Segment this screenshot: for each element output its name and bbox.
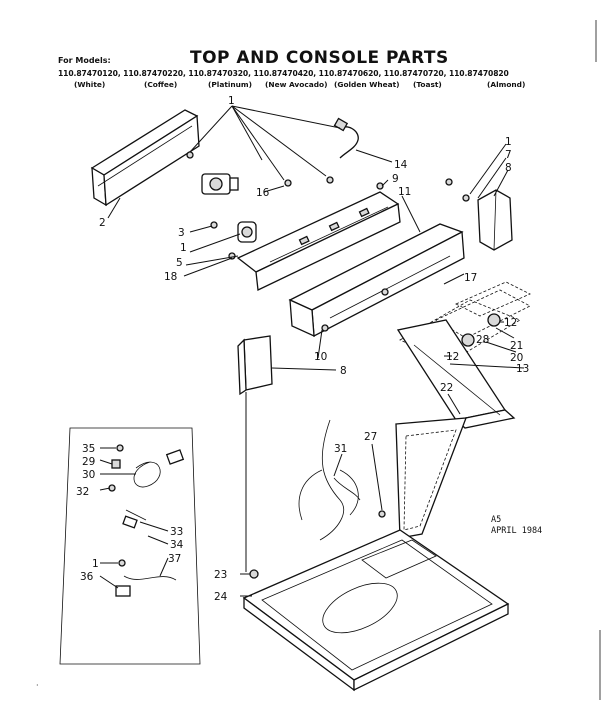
- for-models-label: For Models:: [58, 56, 111, 65]
- model-color: (Toast): [413, 80, 442, 89]
- timer-assembly: [201, 173, 239, 195]
- callout-27: 27: [364, 431, 377, 443]
- callout-8: 8: [340, 365, 347, 377]
- callout-9: 9: [392, 173, 399, 185]
- wiring-harness: [298, 419, 386, 541]
- callout-31: 31: [334, 443, 347, 455]
- callout-16: 16: [256, 187, 270, 199]
- callout-33: 33: [170, 526, 183, 538]
- model-number: 110.87470220: [123, 69, 183, 78]
- console-bracket: [236, 191, 401, 291]
- end-cap-left: [237, 335, 273, 396]
- callout-14: 14: [394, 159, 408, 171]
- model-color: (Coffee): [144, 80, 178, 89]
- callout-12: 12: [446, 351, 459, 363]
- model-color: (White): [74, 80, 106, 89]
- callout-36: 36: [80, 571, 94, 583]
- end-cap-right: [462, 189, 513, 251]
- callout-1: 1: [92, 558, 99, 570]
- rear-panel: [90, 109, 200, 207]
- callout-2: 2: [99, 217, 106, 229]
- wire-harness: [339, 126, 359, 159]
- callout-7: 7: [505, 149, 512, 161]
- callout-18: 18: [164, 271, 177, 283]
- callout-22: 22: [440, 382, 453, 394]
- inset-parts-box: [59, 427, 201, 665]
- console-panel: [288, 223, 465, 338]
- date-code: A5 APRIL 1984: [491, 515, 543, 536]
- lint-filter: [395, 417, 467, 539]
- callout-10: 10: [314, 351, 327, 363]
- dryer-top: [242, 529, 510, 692]
- callout-11: 11: [398, 186, 411, 198]
- callout-12: 12: [504, 317, 517, 329]
- model-number: 110.87470720: [383, 69, 444, 78]
- callout-29: 29: [82, 456, 95, 468]
- model-color: (Platinum): [208, 80, 252, 89]
- callout-1: 1: [505, 136, 512, 148]
- model-number: 110.87470320: [188, 69, 249, 78]
- callout-35: 35: [82, 443, 95, 455]
- callout-32: 32: [76, 486, 89, 498]
- model-color: (Almond): [487, 80, 526, 89]
- callout-8: 8: [505, 162, 512, 174]
- callout-23: 23: [214, 569, 227, 581]
- model-color: (New Avocado): [265, 80, 328, 89]
- callout-21: 21: [510, 340, 523, 352]
- lint-screen-lid: [396, 319, 516, 429]
- callout-20: 20: [510, 352, 523, 364]
- model-number: 110.87470620: [318, 69, 379, 78]
- callout-1: 1: [180, 242, 187, 254]
- stray-mark: ·: [36, 681, 39, 690]
- model-number: 110.87470820: [448, 69, 509, 78]
- callout-5: 5: [176, 257, 183, 269]
- model-number: 110.87470420: [253, 69, 314, 78]
- diagram-title: TOP AND CONSOLE PARTS: [190, 48, 449, 68]
- callout-1: 1: [228, 95, 235, 107]
- callout-13: 13: [516, 363, 529, 375]
- model-color: (Golden Wheat): [334, 80, 400, 89]
- callout-3: 3: [178, 227, 185, 239]
- model-numbers-row: 110.87470120, 110.87470220, 110.87470320…: [58, 69, 509, 78]
- callout-28: 28: [476, 334, 489, 346]
- callout-24: 24: [214, 591, 228, 603]
- callout-numbers: 1 2 3 1 5 18 16 14 9 11 1 7 8 17 12 21 2…: [76, 95, 529, 603]
- switch-part: [237, 221, 257, 243]
- model-number: 110.87470120: [58, 69, 118, 78]
- leader-lines: [99, 105, 525, 597]
- callout-30: 30: [82, 469, 95, 481]
- callout-17: 17: [464, 272, 477, 284]
- callout-37: 37: [168, 553, 181, 565]
- callout-34: 34: [170, 539, 184, 551]
